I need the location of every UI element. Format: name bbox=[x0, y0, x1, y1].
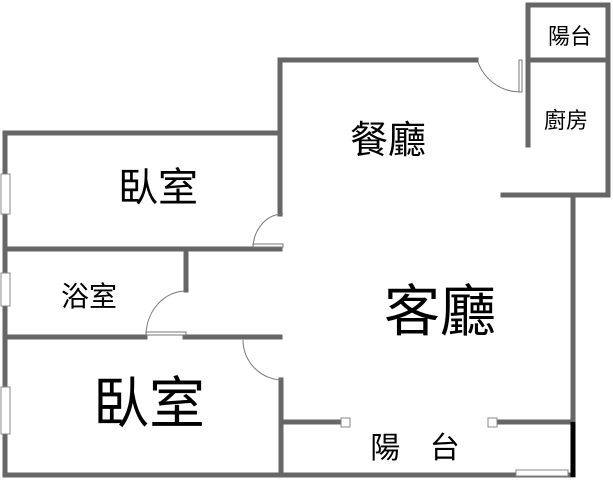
door-swing bbox=[477, 61, 521, 93]
door-leaf bbox=[252, 243, 284, 248]
door-swing bbox=[242, 339, 284, 381]
column bbox=[340, 417, 351, 428]
window bbox=[0, 386, 11, 435]
room-label-dining: 餐廳 bbox=[349, 118, 427, 162]
door-swing bbox=[145, 290, 187, 336]
room-label-balcony-top: 陽台 bbox=[547, 25, 593, 50]
window bbox=[0, 173, 11, 215]
window bbox=[0, 272, 11, 307]
column bbox=[487, 417, 498, 428]
room-label-living: 客廳 bbox=[384, 280, 496, 345]
door-leaf bbox=[145, 331, 187, 336]
room-label-bedroom-bottom: 臥室 bbox=[93, 372, 205, 437]
room-label-balcony-bottom: 陽 台 bbox=[370, 431, 470, 466]
door-leaf bbox=[518, 59, 523, 93]
window bbox=[515, 469, 569, 477]
room-label-bathroom: 浴室 bbox=[60, 280, 118, 313]
door-swing bbox=[252, 213, 284, 248]
room-label-kitchen: 廚房 bbox=[543, 109, 589, 134]
room-label-bedroom-top: 臥室 bbox=[118, 165, 198, 211]
